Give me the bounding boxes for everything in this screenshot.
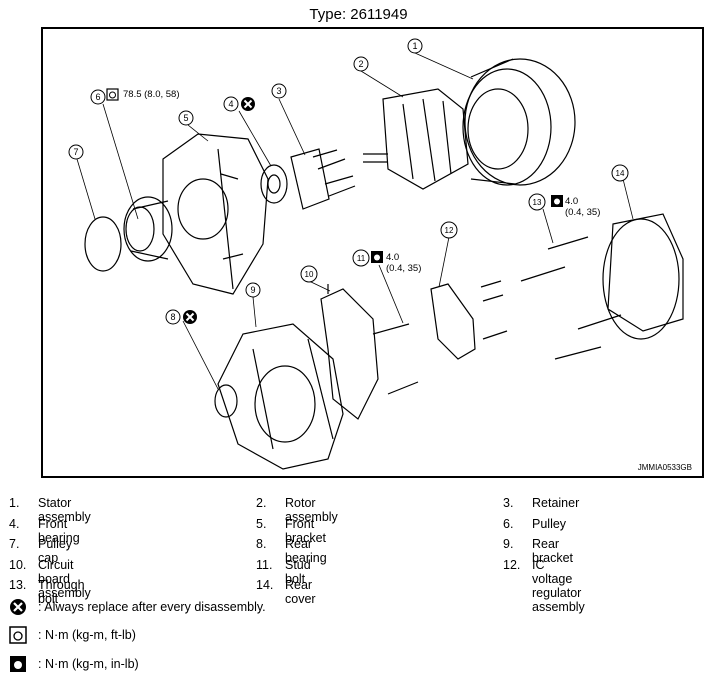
through-bolt-torque-callout: 4.0 (0.4, 35) — [565, 196, 600, 218]
symbol-key-in-lb-text: : N·m (kg-m, in-lb) — [38, 657, 139, 671]
svg-text:5: 5 — [183, 113, 188, 123]
rotor-assembly-drawing — [363, 88, 469, 190]
legend-number: 7. — [9, 537, 20, 551]
circuit-board-drawing — [320, 284, 379, 420]
legend-number: 13. — [9, 578, 27, 592]
replace-icon — [183, 310, 197, 324]
legend-part-name: Rear bracket — [532, 537, 573, 565]
svg-text:3: 3 — [276, 86, 281, 96]
legend-number: 1. — [9, 496, 20, 510]
part-balloons: 1 2 3 4 5 6 7 8 9 10 11 12 13 14 — [68, 38, 629, 325]
balloon-13: 13 — [528, 193, 546, 211]
svg-text:2: 2 — [358, 59, 363, 69]
rear-bracket-drawing — [217, 323, 344, 470]
front-bracket-drawing — [162, 133, 269, 295]
balloon-9: 9 — [245, 282, 261, 298]
legend-part-name: Retainer — [532, 496, 580, 510]
regulator-screws — [480, 280, 508, 340]
pulley-torque-callout: 78.5 (8.0, 58) — [123, 89, 180, 100]
torque-in-lb-icon — [371, 251, 383, 263]
through-bolt-torque-value: 4.0 — [565, 196, 579, 207]
legend-number: 12. — [503, 557, 521, 572]
legend-part-name: Rotor assembly — [285, 496, 338, 524]
legend-number: 5. — [256, 516, 267, 531]
balloon-12: 12 — [440, 221, 458, 239]
legend-part-name: Circuit board assembly — [38, 557, 91, 600]
symbol-key-replace-text: : Always replace after every disassembly… — [38, 600, 266, 614]
legend-part-name: Stator assembly — [38, 496, 91, 524]
svg-text:9: 9 — [250, 285, 255, 295]
alternator-exploded-diagram: 1 2 3 4 5 6 7 8 9 10 11 12 13 14 — [68, 38, 684, 470]
pulley-drawing — [123, 196, 173, 262]
always-replace-icon — [10, 599, 26, 615]
legend-part-name: Rear bearing — [285, 537, 327, 565]
legend-part-name: Front bearing — [38, 516, 80, 545]
svg-text:10: 10 — [305, 270, 314, 279]
balloon-5: 5 — [178, 110, 194, 126]
svg-text:13: 13 — [533, 198, 542, 207]
svg-text:11: 11 — [357, 254, 366, 263]
legend-part-name: Stud bolt — [285, 557, 311, 586]
stator-assembly-drawing — [462, 58, 576, 186]
legend-number: 9. — [503, 537, 514, 551]
svg-text:4: 4 — [228, 99, 233, 109]
balloon-6: 6 — [90, 89, 106, 105]
exploded-view-frame: 1 2 3 4 5 6 7 8 9 10 11 12 13 14 — [41, 27, 704, 478]
svg-text:6: 6 — [95, 92, 100, 102]
legend-part-name: IC voltage regulator assembly — [532, 557, 585, 614]
balloon-3: 3 — [271, 83, 287, 99]
legend-number: 11. — [256, 557, 273, 572]
legend-number: 10. — [9, 557, 27, 572]
legend-number: 8. — [256, 537, 267, 551]
balloon-4: 4 — [223, 96, 239, 112]
torque-in-lb-icon — [551, 195, 563, 207]
legend-number: 2. — [256, 496, 267, 510]
front-bearing-drawing — [260, 164, 288, 204]
svg-text:8: 8 — [170, 312, 175, 322]
legend-part-name: Pulley — [532, 516, 567, 531]
rear-bearing-drawing — [214, 384, 238, 418]
balloon-1: 1 — [407, 38, 423, 54]
svg-text:14: 14 — [616, 169, 625, 178]
balloon-8: 8 — [165, 309, 181, 325]
legend-part-name: Pulley cap — [38, 537, 73, 565]
torque-in-lb-icon — [10, 656, 26, 672]
balloon-7: 7 — [68, 144, 84, 160]
retainer-drawing — [290, 148, 330, 210]
figure-id: JMMIA0533GB — [637, 463, 692, 472]
legend-number: 3. — [503, 496, 514, 510]
svg-text:7: 7 — [73, 147, 78, 157]
callout-icons — [106, 88, 563, 324]
torque-ft-lb-icon — [106, 88, 119, 101]
leader-lines — [76, 52, 634, 390]
replace-icon — [241, 97, 255, 111]
stud-bolt-drawing — [372, 323, 419, 395]
legend-part-name: Rear cover — [285, 578, 316, 606]
legend-number: 6. — [503, 516, 514, 531]
stud-bolt-torque-sub: (0.4, 35) — [386, 263, 422, 274]
legend-number: 4. — [9, 516, 20, 531]
through-bolt-torque-sub: (0.4, 35) — [565, 207, 601, 218]
rear-cover-drawing — [602, 213, 684, 340]
balloon-11: 11 — [352, 249, 370, 267]
balloon-2: 2 — [353, 56, 369, 72]
diagram-title: Type: 2611949 — [309, 6, 408, 23]
svg-text:1: 1 — [412, 41, 417, 51]
retainer-screws — [312, 149, 356, 197]
torque-ft-lb-icon — [9, 626, 27, 644]
balloon-10: 10 — [300, 265, 318, 283]
legend-part-name: Front bracket — [285, 516, 326, 545]
ic-regulator-drawing — [430, 283, 476, 360]
legend-number: 14. — [256, 578, 274, 592]
legend-part-name: Through bolt — [38, 578, 85, 606]
through-bolt-drawing — [520, 236, 622, 360]
pulley-cap-drawing — [84, 216, 122, 272]
stud-bolt-torque-value: 4.0 — [386, 252, 400, 263]
symbol-key-ft-lb-text: : N·m (kg-m, ft-lb) — [38, 628, 136, 642]
svg-text:12: 12 — [445, 226, 454, 235]
stud-bolt-torque-callout: 4.0 (0.4, 35) — [386, 252, 421, 274]
balloon-14: 14 — [611, 164, 629, 182]
